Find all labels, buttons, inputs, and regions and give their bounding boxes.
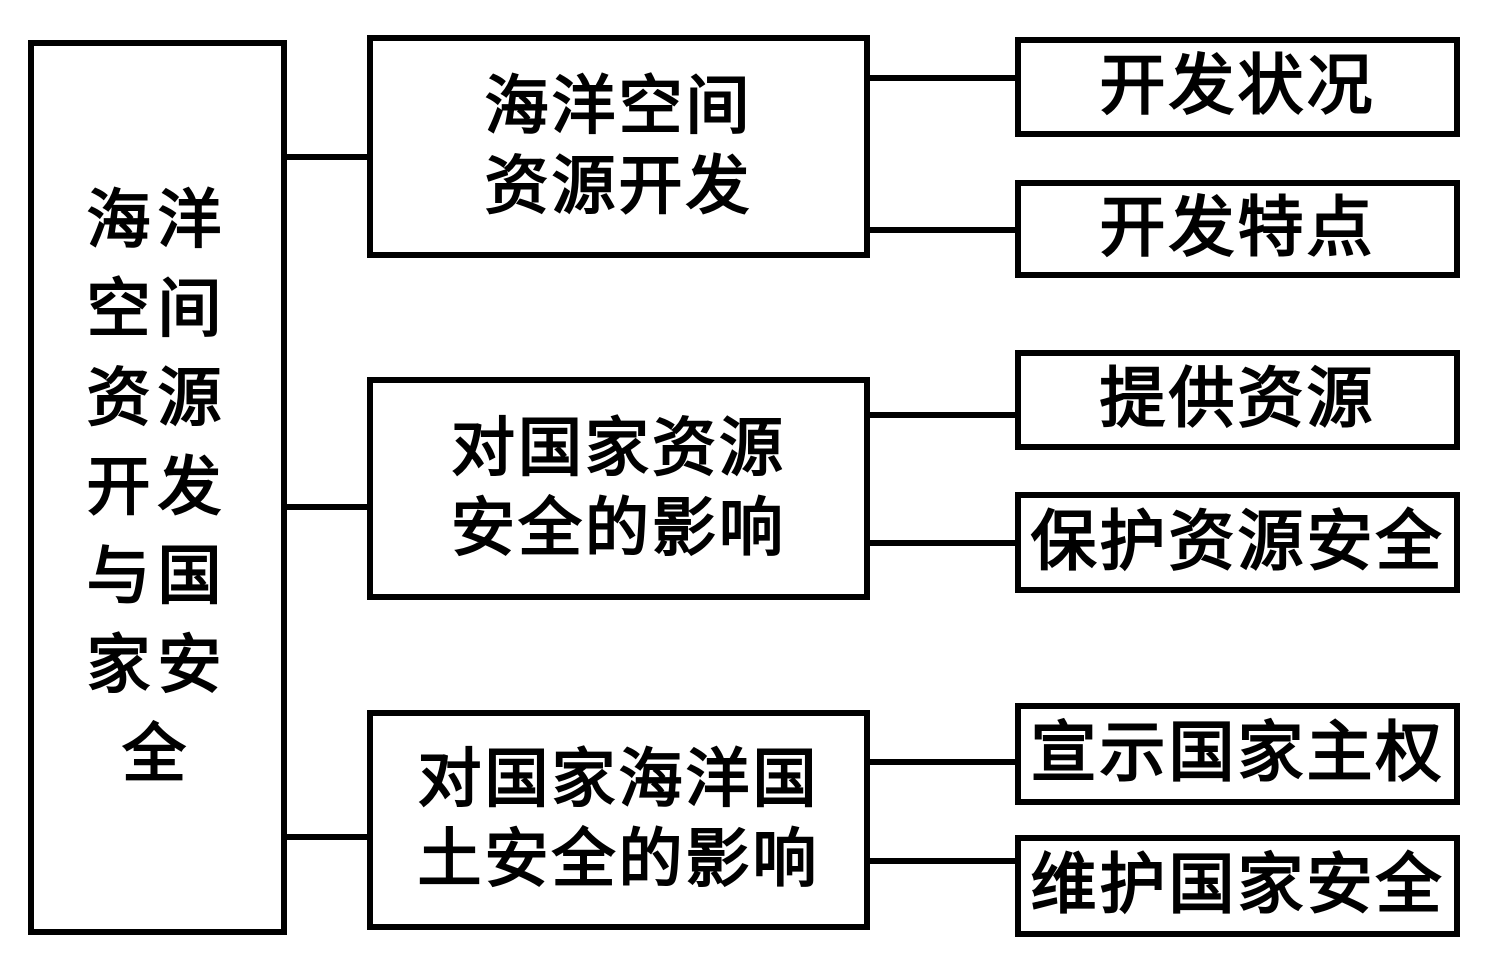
connector-branch-1-to-leaf-2 — [866, 227, 1019, 233]
branch-node-label: 对国家海洋国 土安全的影响 — [417, 744, 820, 895]
root-node-label: 海洋 空间 资源 开发 与国 家安 全 — [86, 185, 229, 790]
leaf-node-label: 宣示国家主权 — [1030, 717, 1445, 790]
leaf-node-label: 开发状况 — [1099, 50, 1376, 123]
leaf-node-label: 保护资源安全 — [1030, 505, 1445, 579]
connector-root-to-branch-1 — [285, 154, 371, 160]
connector-branch-3-to-leaf-5 — [866, 759, 1019, 765]
branch-node-impact-on-maritime-territory-security: 对国家海洋国 土安全的影响 — [367, 710, 870, 930]
leaf-node-development-status: 开发状况 — [1015, 37, 1460, 137]
connector-branch-2-to-leaf-4 — [866, 540, 1019, 546]
leaf-node-development-characteristics: 开发特点 — [1015, 180, 1460, 278]
leaf-node-maintain-national-security: 维护国家安全 — [1015, 835, 1460, 937]
leaf-node-label: 提供资源 — [1099, 363, 1376, 436]
connector-branch-1-to-leaf-1 — [866, 75, 1019, 81]
leaf-node-provide-resources: 提供资源 — [1015, 350, 1460, 450]
connector-branch-3-to-leaf-6 — [866, 858, 1019, 864]
leaf-node-protect-resource-security: 保护资源安全 — [1015, 492, 1460, 593]
connector-root-to-branch-2 — [285, 504, 371, 510]
leaf-node-label: 开发特点 — [1099, 192, 1376, 265]
branch-node-label: 对国家资源 安全的影响 — [451, 412, 786, 564]
root-node-ocean-space-resource-national-security: 海洋 空间 资源 开发 与国 家安 全 — [28, 40, 287, 935]
branch-node-impact-on-national-resource-security: 对国家资源 安全的影响 — [367, 377, 870, 600]
branch-node-ocean-space-resource-development: 海洋空间 资源开发 — [367, 35, 870, 258]
leaf-node-declare-national-sovereignty: 宣示国家主权 — [1015, 703, 1460, 805]
branch-node-label: 海洋空间 资源开发 — [484, 70, 753, 222]
connector-branch-2-to-leaf-3 — [866, 412, 1019, 418]
leaf-node-label: 维护国家安全 — [1030, 849, 1445, 922]
connector-root-to-branch-3 — [285, 834, 371, 840]
